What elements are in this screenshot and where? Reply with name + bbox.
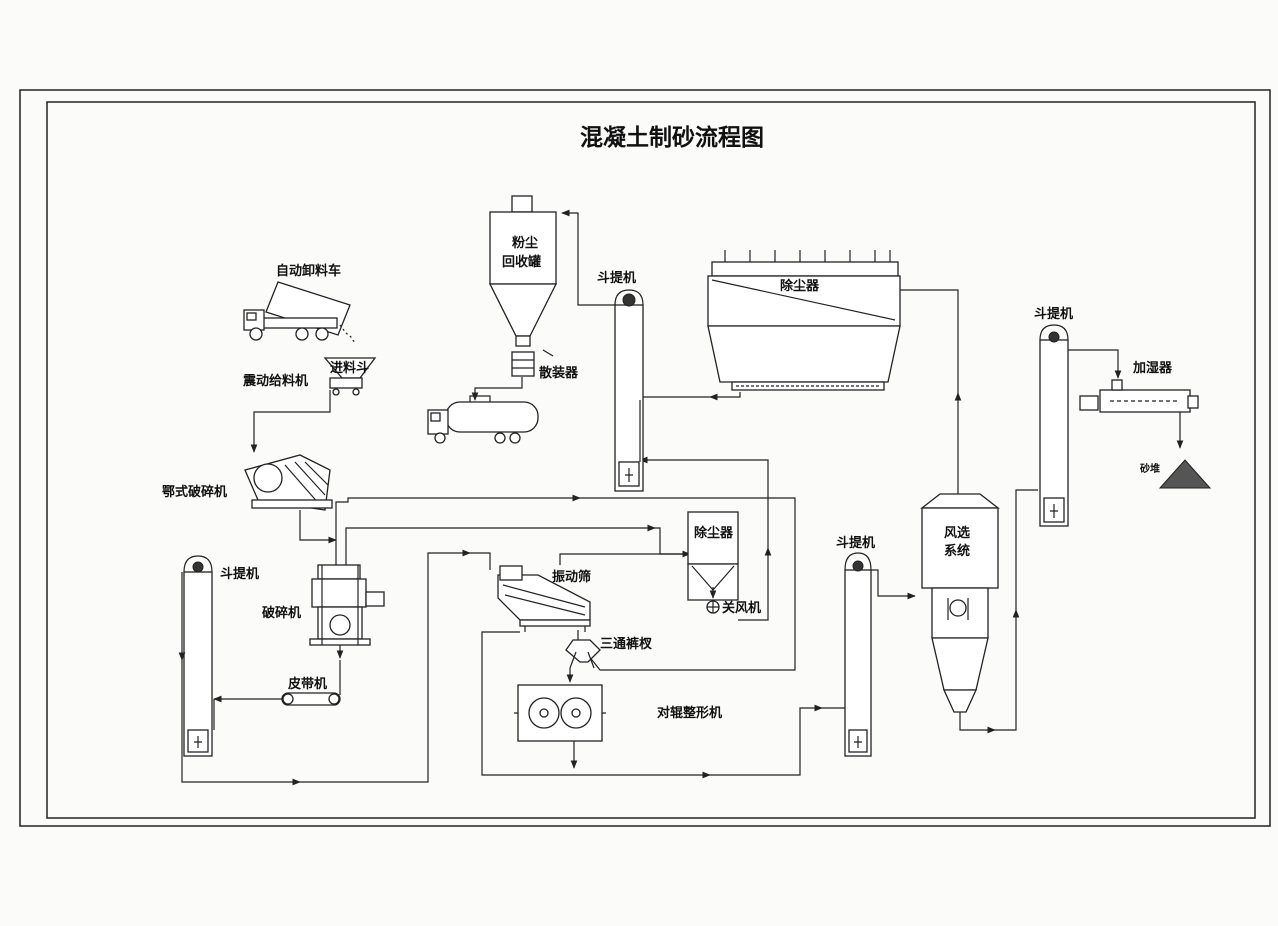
hopper-label: 进料斗 xyxy=(330,360,369,376)
jaw-crusher-label: 鄂式破碎机 xyxy=(162,484,227,500)
bulk-label: 散装器 xyxy=(539,365,579,381)
air-sep-line2: 系统 xyxy=(944,543,970,559)
air-sep-line1: 风选 xyxy=(944,525,970,541)
tanker-truck xyxy=(427,395,539,444)
air-lock-label: 关风机 xyxy=(722,600,761,616)
diagram-title: 混凝土制砂流程图 xyxy=(580,124,764,151)
belt-conveyor xyxy=(281,692,341,706)
dust-silo xyxy=(488,195,558,377)
belt-label: 皮带机 xyxy=(287,676,327,692)
bag-dust-collector xyxy=(707,250,901,391)
tee-chute xyxy=(565,639,601,669)
dump-truck xyxy=(243,281,356,344)
elevator-top-label: 斗提机 xyxy=(597,270,636,286)
bucket-elevator-left xyxy=(183,555,213,757)
inner-frame xyxy=(46,101,1256,819)
bag-dust-label: 除尘器 xyxy=(780,278,820,294)
roller-shaper xyxy=(514,684,606,742)
outer-frame xyxy=(19,89,1271,827)
bucket-elevator-right xyxy=(1039,324,1069,527)
sand-pile xyxy=(1158,459,1212,489)
silo-line2: 回收罐 xyxy=(502,254,541,270)
humidifier-label: 加湿器 xyxy=(1132,361,1173,376)
roller-label: 对辊整形机 xyxy=(657,705,722,721)
feed-hopper xyxy=(323,357,377,396)
feeder-label: 震动给料机 xyxy=(242,373,308,389)
elevator-mid-label: 斗提机 xyxy=(836,535,875,551)
vibrating-screen xyxy=(497,565,591,632)
humidifier xyxy=(1079,379,1199,413)
air-separator xyxy=(920,493,1000,713)
sand-maker-crusher xyxy=(309,564,385,646)
elevator-left-label: 斗提机 xyxy=(220,566,259,582)
bucket-elevator-top xyxy=(614,289,644,492)
silo-line1: 粉尘 xyxy=(512,235,538,251)
cyclone-dust-label: 除尘器 xyxy=(694,525,734,541)
crusher-label: 破碎机 xyxy=(262,605,301,621)
bucket-elevator-mid xyxy=(844,552,872,757)
jaw-crusher xyxy=(244,454,333,511)
screen-label: 振动筛 xyxy=(552,569,591,585)
sand-label: 砂堆 xyxy=(1139,462,1160,475)
tee-label: 三通裤杈 xyxy=(600,636,652,652)
truck-label: 自动卸料车 xyxy=(276,263,341,279)
cyclone-dust-collector xyxy=(687,511,739,614)
elevator-right-label: 斗提机 xyxy=(1034,306,1073,322)
